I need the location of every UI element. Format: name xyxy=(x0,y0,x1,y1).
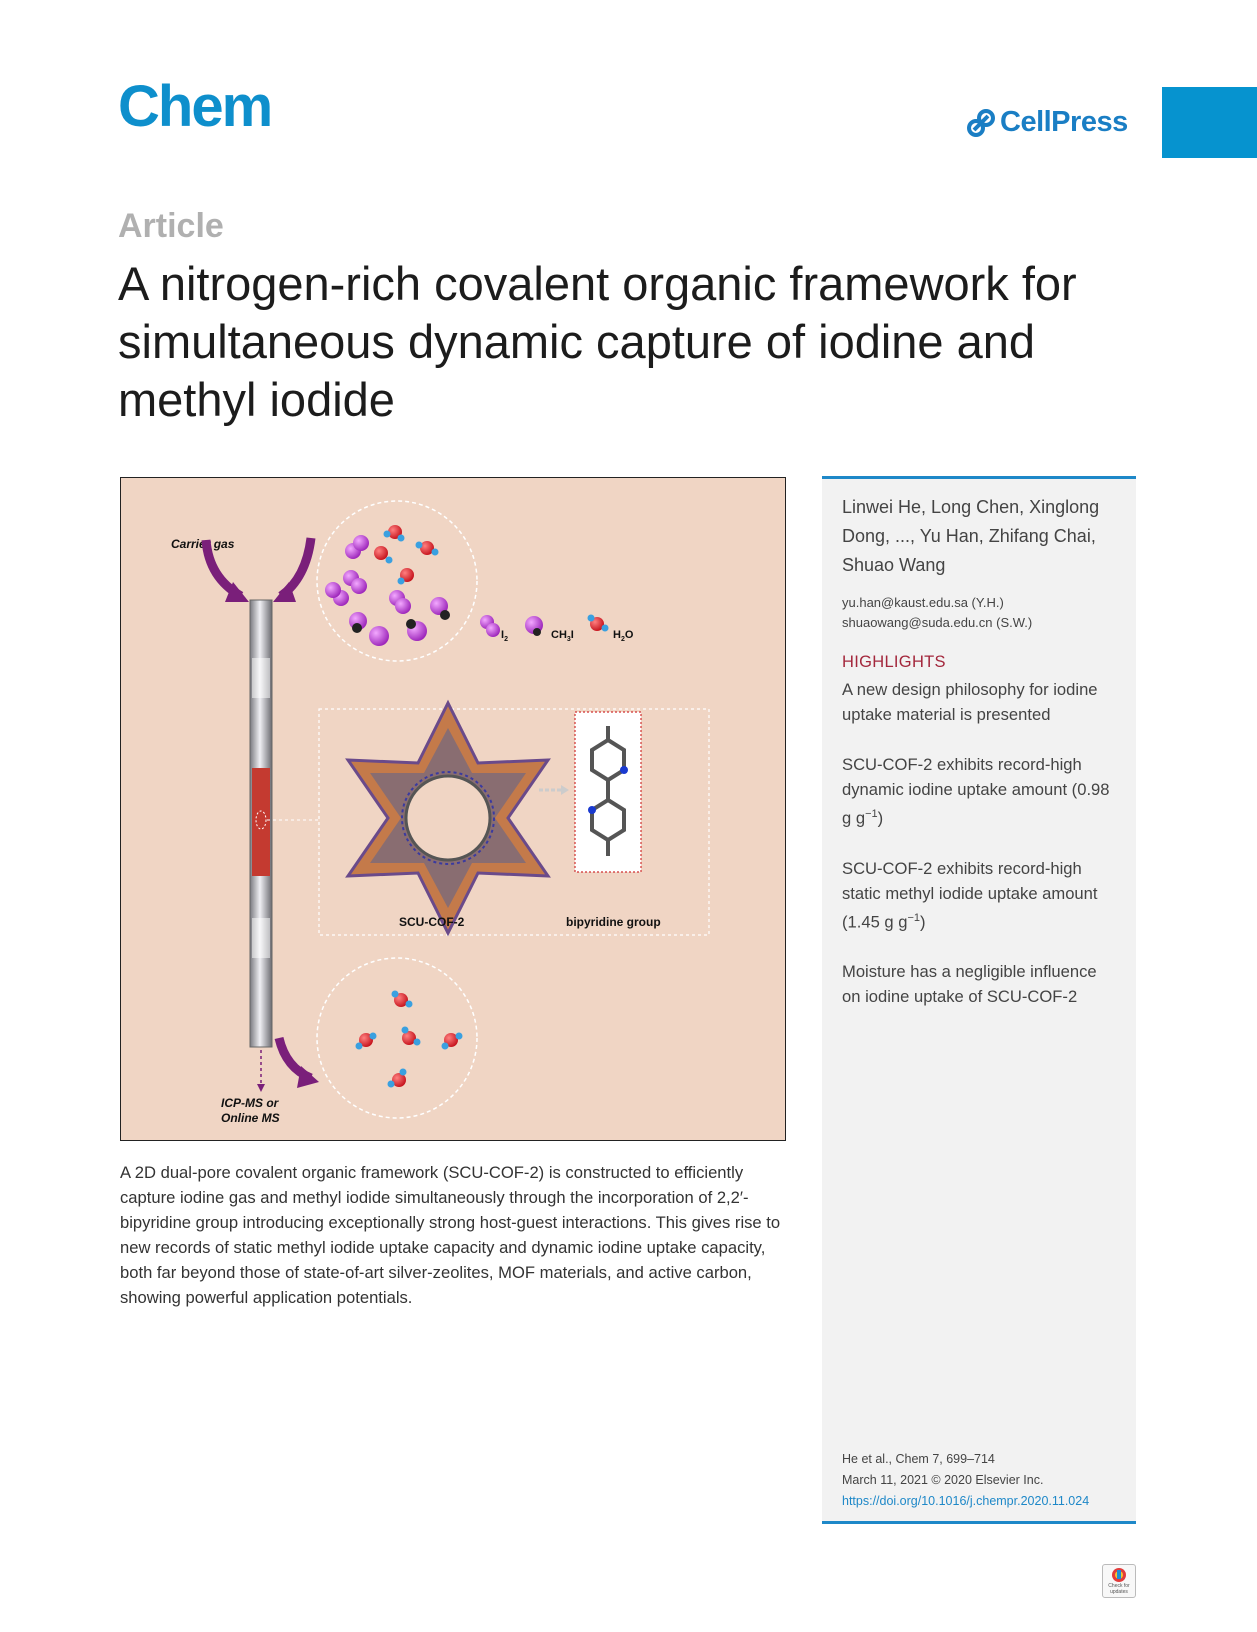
highlight-item: SCU-COF-2 exhibits record-high dynamic i… xyxy=(842,755,1110,828)
framework-label: SCU-COF-2 xyxy=(399,915,465,929)
bipyridine-model xyxy=(588,726,628,856)
email-1[interactable]: yu.han@kaust.edu.sa (Y.H.) xyxy=(842,595,1004,610)
publisher-name: CellPress xyxy=(1000,106,1128,138)
cellpress-mark-icon xyxy=(967,108,995,137)
legend-h2o: H2O xyxy=(613,629,634,643)
email-2[interactable]: shuaowang@suda.edu.cn (S.W.) xyxy=(842,615,1033,630)
article-type: Article xyxy=(118,207,224,245)
author-list: Linwei He, Long Chen, Xinglong Dong, ...… xyxy=(842,497,1100,575)
adsorbent-bed xyxy=(252,768,270,876)
highlight-item: A new design philosophy for iodine uptak… xyxy=(842,680,1098,724)
water-molecules-outlet xyxy=(355,990,463,1088)
badge-label-2: updates xyxy=(1110,1589,1128,1595)
graphical-abstract: Carrier gas ICP-MS or Online MS xyxy=(120,477,786,1141)
sidebar: Linwei He, Long Chen, Xinglong Dong, ...… xyxy=(822,476,1136,1524)
doi-link[interactable]: https://doi.org/10.1016/j.chempr.2020.11… xyxy=(842,1494,1090,1508)
article-title: A nitrogen-rich covalent organic framewo… xyxy=(118,257,1077,426)
highlight-item: SCU-COF-2 exhibits record-high static me… xyxy=(842,858,1098,932)
bookmark-icon xyxy=(1112,1568,1126,1582)
bipyridine-label: bipyridine group xyxy=(566,915,661,929)
highlights-list: A new design philosophy for iodine uptak… xyxy=(842,677,1117,1034)
journal-logo: Chem xyxy=(118,74,273,139)
legend-i2: I2 xyxy=(501,629,508,643)
citation-block: He et al., Chem 7, 699–714 March 11, 202… xyxy=(842,1449,1089,1512)
iodine-molecules xyxy=(325,535,450,646)
badge-label-1: Check for xyxy=(1108,1583,1130,1589)
citation-date: March 11, 2021 © 2020 Elsevier Inc. xyxy=(842,1473,1044,1487)
highlight-item: Moisture has a negligible influence on i… xyxy=(842,962,1097,1007)
check-for-updates-button[interactable]: Check for updates xyxy=(1102,1564,1136,1598)
graphical-abstract-figure: Carrier gas ICP-MS or Online MS xyxy=(171,500,710,1125)
cof-structure xyxy=(345,699,551,937)
water-molecules-inlet xyxy=(374,525,439,585)
detector-label-2: Online MS xyxy=(221,1111,280,1125)
highlights-heading: HIGHLIGHTS xyxy=(842,653,946,671)
corner-tab xyxy=(1162,87,1257,158)
inlet-mixture-circle xyxy=(316,500,478,662)
framework-box xyxy=(318,708,710,936)
molecule-legend: I2 CH3I H2O xyxy=(480,614,634,643)
detector-label-1: ICP-MS or xyxy=(221,1096,280,1110)
legend-ch3i: CH3I xyxy=(551,629,574,643)
citation-ref: He et al., Chem 7, 699–714 xyxy=(842,1452,995,1466)
publisher-logo: CellPress xyxy=(966,106,1128,139)
summary-text: A 2D dual-pore covalent organic framewor… xyxy=(120,1163,781,1307)
outlet-water-circle xyxy=(316,957,478,1119)
contact-emails: yu.han@kaust.edu.sa (Y.H.) shuaowang@sud… xyxy=(842,593,1032,633)
